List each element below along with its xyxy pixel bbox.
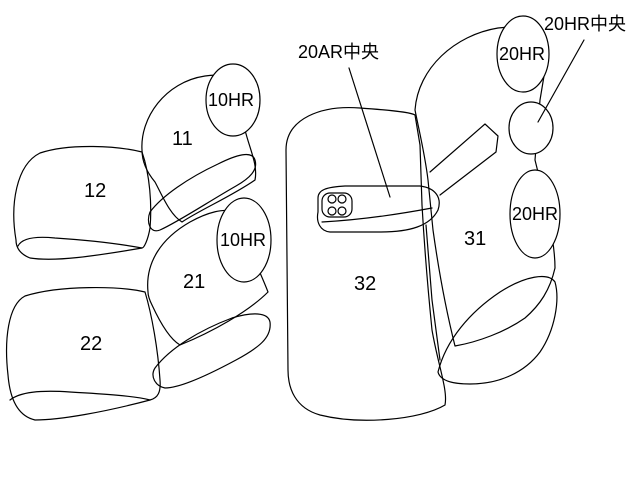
armrest-inner-line	[321, 207, 433, 223]
cup-holder-ring-1	[327, 194, 337, 204]
seat-12: 12	[13, 145, 152, 260]
callout-headrest-center-label: 20HR中央	[544, 14, 626, 34]
headrest-20hr-top: 20HR	[496, 15, 550, 93]
cup-holder-ring-2	[327, 206, 337, 216]
seat-32-outline	[285, 106, 447, 421]
headrest-20hr-top-label: 20HR	[499, 44, 545, 64]
seat-11-backrest-outline	[141, 74, 257, 223]
headrest-10hr-upper-label: 10HR	[208, 90, 254, 110]
seat-12-label: 12	[84, 180, 106, 202]
headrest-20hr-center-shape	[508, 101, 554, 155]
seat-11: 11	[141, 74, 257, 232]
seat-21-label: 21	[183, 271, 205, 293]
callout-armrest-center: 20AR中央	[298, 42, 391, 198]
seat-32: 32	[285, 106, 447, 421]
headrest-10hr-upper: 10HR	[205, 63, 261, 137]
seat-31-cushion	[437, 275, 558, 385]
seat-12-front-edge	[17, 236, 143, 249]
seat-22-front-edge	[9, 390, 151, 401]
headrest-10hr-upper-shape	[205, 63, 261, 137]
seat-22-label: 22	[80, 333, 102, 355]
callout-armrest-center-leader	[348, 67, 391, 198]
armrest-outline	[316, 185, 440, 233]
cup-holder	[321, 192, 353, 218]
cup-holder-ring-4	[337, 206, 347, 216]
headrest-10hr-lower-label: 10HR	[220, 230, 266, 250]
headrest-20hr-side-shape	[509, 169, 561, 259]
seat-31-label: 31	[464, 228, 486, 250]
seat-11-label: 11	[172, 128, 193, 150]
headrest-20hr-side-label: 20HR	[512, 204, 558, 224]
seat-11-bolster	[147, 153, 257, 232]
seat-32-label: 32	[354, 273, 376, 295]
headrest-20hr-top-shape	[496, 15, 550, 93]
seat-22: 22	[6, 287, 161, 421]
seat-22-outline	[6, 287, 161, 421]
callout-headrest-center-leader	[537, 39, 585, 123]
seat-21: 21	[147, 209, 271, 389]
seat-21-backrest-outline	[147, 209, 269, 346]
seat-32-divider	[425, 224, 441, 361]
headrest-10hr-lower-shape	[216, 197, 272, 283]
seat-21-bolster	[152, 313, 271, 389]
callout-armrest-center-label: 20AR中央	[298, 42, 379, 62]
cup-holder-ring-3	[337, 194, 347, 204]
seat-12-outline	[13, 145, 152, 260]
callout-headrest-center: 20HR中央	[537, 14, 626, 123]
headrest-10hr-lower: 10HR	[216, 197, 272, 283]
headrest-20hr-side: 20HR	[509, 169, 561, 259]
seat-31-side-bolster	[429, 123, 499, 196]
armrest-center	[316, 185, 440, 233]
